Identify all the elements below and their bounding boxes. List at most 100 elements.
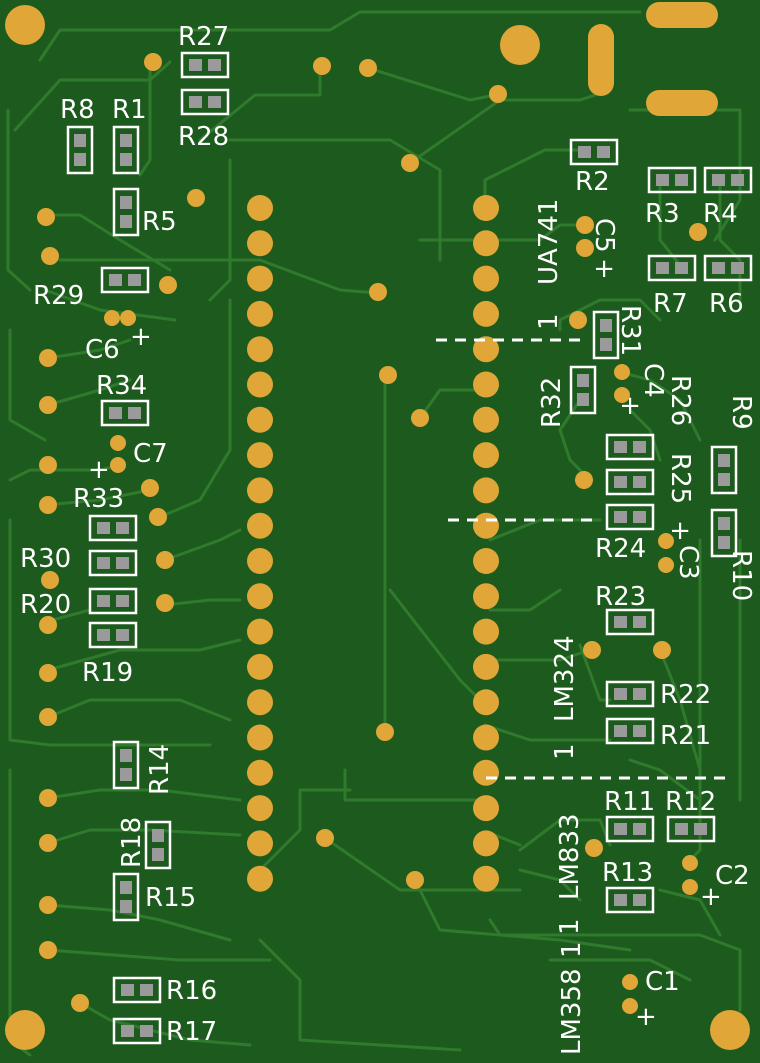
label-r4: R4	[703, 199, 738, 229]
header-pin-right	[473, 336, 499, 363]
footprint-outline	[180, 88, 230, 116]
through-hole-pad	[5, 1010, 45, 1050]
smd-pad	[577, 374, 589, 387]
smd-footprint	[710, 445, 738, 495]
smd-pad	[633, 894, 646, 906]
smd-pad	[140, 984, 153, 996]
smd-pad	[152, 848, 164, 861]
label-r13: R13	[602, 858, 653, 888]
smd-pad	[189, 59, 202, 71]
smd-pad	[614, 441, 627, 453]
label-c3-polarity: +	[665, 520, 695, 542]
through-hole-pad	[710, 1010, 750, 1050]
through-hole-pad	[682, 855, 698, 871]
smd-footprint	[112, 740, 140, 790]
label-r8: R8	[60, 95, 95, 125]
smd-pad	[120, 134, 132, 147]
header-pin-left	[247, 618, 273, 645]
through-hole-pad	[576, 216, 594, 234]
label-c5-polarity: +	[589, 258, 619, 280]
smd-footprint	[100, 399, 150, 427]
smd-footprint	[112, 187, 140, 237]
footprint-outline	[710, 445, 738, 495]
smd-pad	[120, 215, 132, 228]
connector-pad	[588, 24, 614, 96]
header-pin-left	[247, 583, 273, 610]
smd-pad	[128, 274, 141, 286]
footprint-outline	[605, 468, 655, 496]
label-r18: R18	[117, 817, 147, 868]
smd-pad	[633, 511, 646, 523]
smd-pad	[74, 153, 86, 166]
through-hole-pad	[39, 834, 57, 852]
smd-footprint	[666, 815, 716, 843]
label-c6: C6	[85, 335, 120, 365]
through-hole-pad	[653, 641, 671, 659]
through-hole-pad	[689, 223, 707, 241]
smd-pad	[97, 522, 110, 534]
through-hole-pad	[406, 871, 424, 889]
smd-pad	[121, 1025, 134, 1037]
footprint-outline	[592, 310, 620, 360]
through-hole-pad	[658, 533, 674, 549]
smd-footprint	[112, 976, 162, 1004]
header-pin-left	[247, 371, 273, 398]
through-hole-pad	[614, 387, 630, 403]
through-hole-pad	[316, 829, 334, 847]
label-c7: C7	[133, 439, 168, 469]
through-hole-pad	[144, 53, 162, 71]
smd-footprint	[88, 587, 138, 615]
header-pin-right	[473, 830, 499, 857]
smd-footprint	[703, 166, 753, 194]
smd-pad	[116, 629, 129, 641]
smd-pad	[120, 196, 132, 209]
smd-pad	[208, 96, 221, 108]
footprint-outline	[180, 51, 230, 79]
footprint-outline	[112, 872, 140, 922]
header-pin-left	[247, 759, 273, 786]
footprint-outline	[703, 166, 753, 194]
smd-pad	[97, 629, 110, 641]
connector-pads	[588, 2, 718, 116]
through-hole-pad	[39, 616, 57, 634]
smd-pad	[718, 536, 730, 549]
through-hole-pad	[682, 879, 698, 895]
header-pin-right	[473, 759, 499, 786]
through-hole-pad	[141, 479, 159, 497]
label-r14: R14	[145, 744, 175, 795]
smd-footprint	[605, 680, 655, 708]
footprint-outline	[66, 125, 94, 175]
through-hole-pad	[110, 435, 126, 451]
through-hole-pad	[37, 208, 55, 226]
through-hole-pad	[39, 941, 57, 959]
smd-pad	[656, 262, 669, 274]
through-hole-pad	[156, 594, 174, 612]
through-hole-pad	[110, 457, 126, 473]
header-pin-right	[473, 371, 499, 398]
header-pin-left	[247, 230, 273, 257]
header-pin-right	[473, 477, 499, 504]
smd-pad	[120, 881, 132, 894]
label-r15: R15	[145, 883, 196, 913]
smd-footprint	[605, 717, 655, 745]
smd-pad	[718, 517, 730, 530]
header-pin-right	[473, 548, 499, 574]
header-pin-left	[247, 548, 273, 574]
smd-pad	[731, 174, 744, 186]
smd-pad	[633, 476, 646, 488]
smd-pad	[152, 829, 164, 842]
header-pin-right	[473, 583, 499, 610]
smd-footprint	[605, 815, 655, 843]
footprint-outline	[100, 399, 150, 427]
through-hole-pad	[39, 396, 57, 414]
smd-pad	[121, 984, 134, 996]
footprint-outline	[710, 508, 738, 558]
label-lm833-pin1: 1	[555, 918, 585, 935]
smd-pad	[189, 96, 202, 108]
label-r30: R30	[20, 544, 71, 574]
header-pin-left	[247, 195, 273, 221]
label-r26: R26	[665, 375, 695, 426]
smd-footprint	[112, 872, 140, 922]
smd-footprint	[703, 254, 753, 282]
